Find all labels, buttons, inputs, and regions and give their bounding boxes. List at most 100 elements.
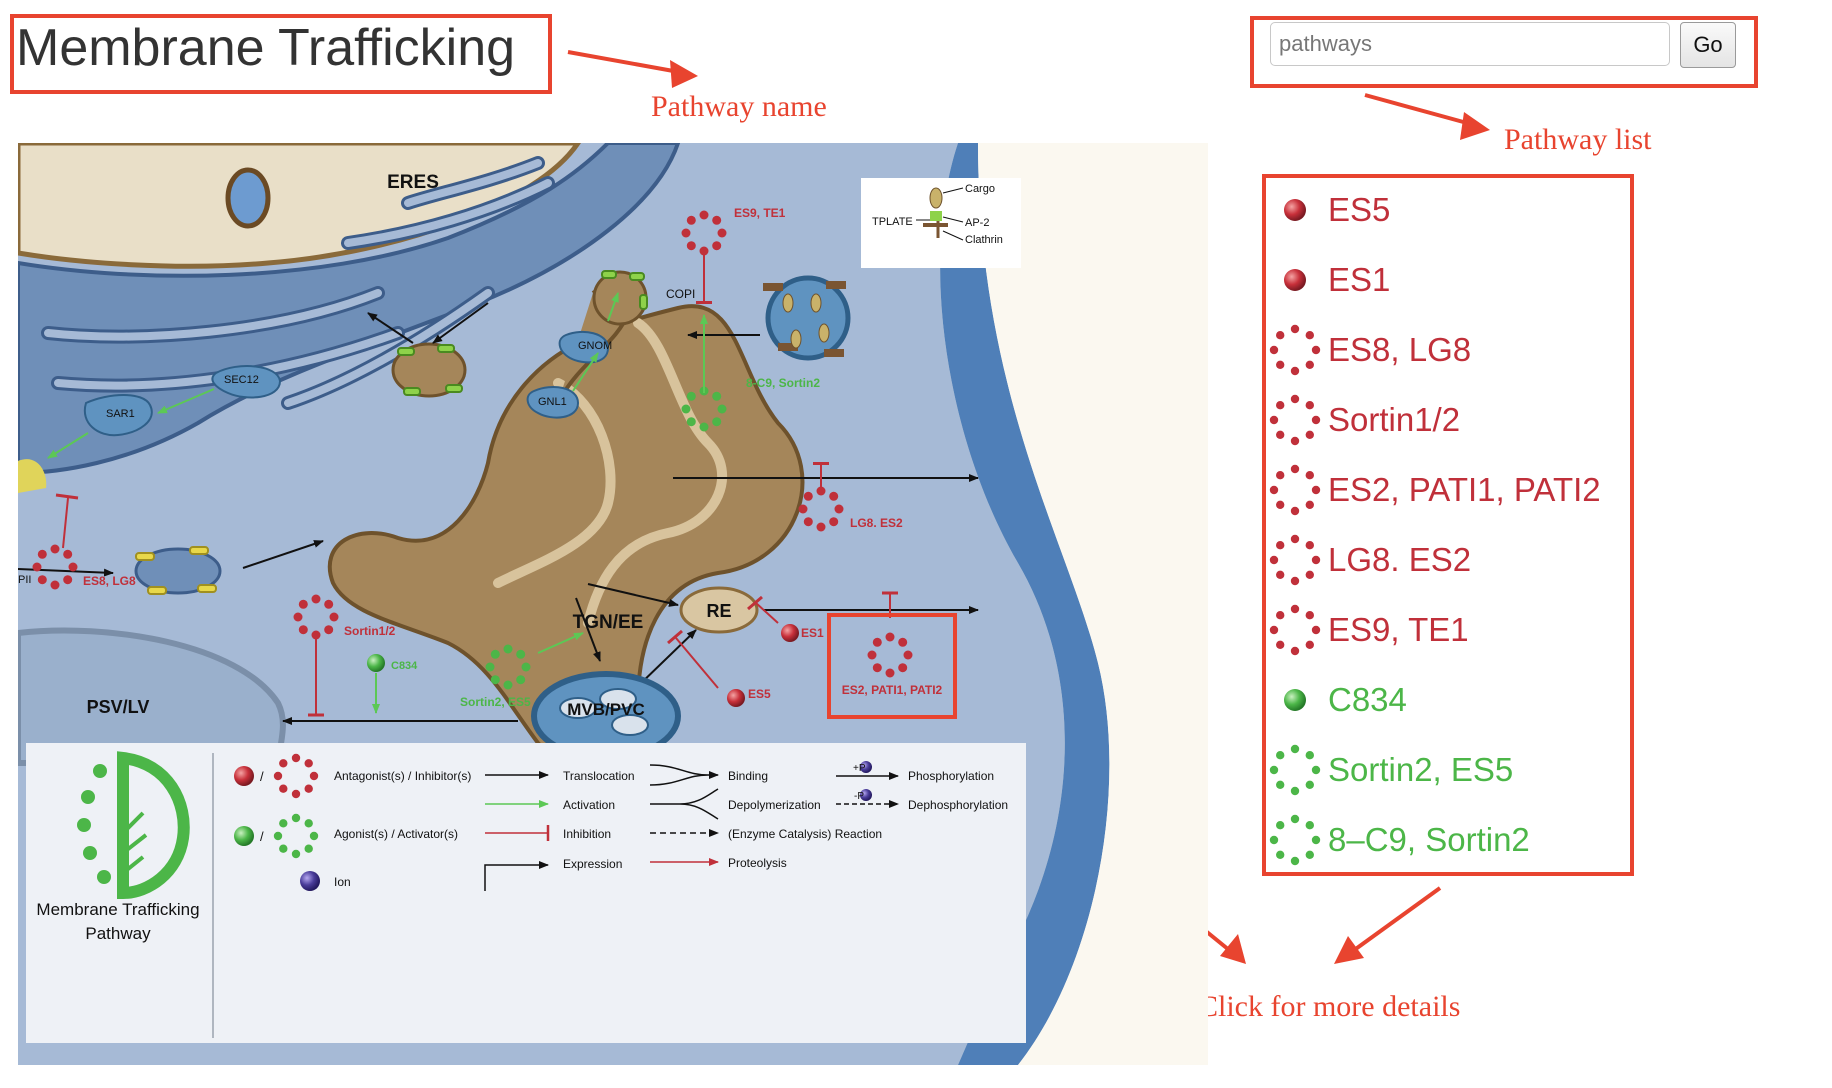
legend-translocation-label: Translocation <box>563 769 635 783</box>
sortin12-label: Sortin1/2 <box>344 624 396 638</box>
c9-sortin2-label: 8-C9, Sortin2 <box>746 376 820 390</box>
single-red-ball-icon <box>1284 269 1306 291</box>
legend-depolymerization-label: Depolymerization <box>728 798 821 812</box>
pathway-list-item[interactable]: C834 <box>1266 668 1628 732</box>
logo-dot <box>81 790 95 804</box>
legend-phosphorylation-label: Phosphorylation <box>908 769 994 783</box>
membrane-trafficking-diagram: ERES TGN/EE COPI GNOM GNL1 SEC12 SAR1 PI… <box>18 143 1208 1065</box>
sar1-label: SAR1 <box>106 408 135 420</box>
green-dot-ring-icon <box>1269 814 1321 866</box>
nuclear-pore <box>225 167 271 229</box>
pathway-list-item[interactable]: ES1 <box>1266 248 1628 312</box>
recycling-endosome <box>679 586 759 634</box>
legend-phos-mark: +P <box>853 763 866 774</box>
pathway-list-item[interactable]: LG8. ES2 <box>1266 528 1628 592</box>
antagonist-ring-marker <box>867 632 913 678</box>
pathway-list-label: Sortin2, ES5 <box>1328 751 1514 788</box>
legend-activation-label: Activation <box>563 798 615 812</box>
gnom-label: GNOM <box>578 340 612 352</box>
click-details-annotation: Click for more details <box>1198 990 1461 1023</box>
pathway-list-label: ES8, LG8 <box>1328 331 1472 368</box>
pathway-list-label: C834 <box>1328 681 1407 718</box>
logo-dot <box>83 846 97 860</box>
legend-pathway-name-line1: Membrane Trafficking <box>36 900 199 919</box>
pathway-list-item[interactable]: ES9, TE1 <box>1266 598 1628 662</box>
legend-slash-antagonist: / <box>260 769 264 784</box>
es8-lg8-label: ES8, LG8 <box>83 574 136 588</box>
red-dot-ring-icon <box>1269 604 1321 656</box>
pathway-list-arrow <box>1364 93 1479 128</box>
legend-green-ring-icon <box>273 813 319 859</box>
inset-clathrin-label: Clathrin <box>965 234 1003 246</box>
pathway-list-item[interactable]: Sortin1/2 <box>1266 388 1628 452</box>
er-derived-vesicle <box>134 547 222 595</box>
legend-dephos-mark: -P <box>854 791 864 802</box>
pathway-logo-icon <box>117 751 190 900</box>
agonist-ring-marker <box>485 644 531 690</box>
antagonist-ring-marker <box>681 210 727 256</box>
red-dot-ring-icon <box>1269 534 1321 586</box>
legend-antagonist-label: Antagonist(s) / Inhibitor(s) <box>334 769 471 783</box>
legend-ion-label: Ion <box>334 875 351 889</box>
red-dot-ring-icon <box>1269 394 1321 446</box>
tgn-ee-label: TGN/EE <box>573 612 644 633</box>
pathway-list-label: ES1 <box>1328 261 1391 298</box>
pathway-list-label: ES2, PATI1, PATI2 <box>1328 471 1601 508</box>
pathway-list-highlight-box <box>1262 174 1634 876</box>
go-button[interactable]: Go <box>1680 22 1736 68</box>
es2-pati-highlight-box <box>827 613 957 719</box>
pathway-search-input[interactable] <box>1270 22 1670 66</box>
re-label: RE <box>706 601 731 621</box>
sar1-protein <box>83 394 153 437</box>
pathway-list-item[interactable]: Sortin2, ES5 <box>1266 738 1628 802</box>
antagonist-ball-marker <box>781 624 799 642</box>
legend-agonist-label: Agonist(s) / Activator(s) <box>334 827 458 841</box>
legend-red-ring-icon <box>273 753 319 799</box>
copii-vesicle <box>391 342 467 398</box>
sortin2-es5-label: Sortin2, ES5 <box>460 695 531 709</box>
click-details-arrow-right <box>1344 886 1442 958</box>
pathway-list-label: 8–C9, Sortin2 <box>1328 821 1530 858</box>
golgi-tgn <box>327 304 805 766</box>
gnl1-protein <box>526 386 580 419</box>
inset-tplate-label: TPLATE <box>872 216 913 228</box>
legend-panel <box>26 743 1026 1043</box>
green-dot-ring-icon <box>1269 744 1321 796</box>
pathway-list-item[interactable]: ES8, LG8 <box>1266 318 1628 382</box>
pathway-name-arrow <box>567 50 691 76</box>
sec12-protein <box>211 365 282 399</box>
pathway-search-highlight-box <box>1250 16 1758 88</box>
antagonist-ring-marker <box>293 594 339 640</box>
pathway-list-label: LG8. ES2 <box>1328 541 1472 578</box>
pathway-name-highlight-box <box>10 14 552 94</box>
pathway-list-item[interactable]: 8–C9, Sortin2 <box>1266 808 1628 872</box>
mvb-pvc-label: MVB/PVC <box>567 700 644 719</box>
legend-reaction-label: (Enzyme Catalysis) Reaction <box>728 827 882 841</box>
copii-partial-label: PII <box>18 574 31 586</box>
copi-label: COPI <box>666 287 695 301</box>
logo-dot <box>97 870 111 884</box>
legend-binding-label: Binding <box>728 769 768 783</box>
antagonist-ball-marker <box>367 654 385 672</box>
pathway-list-label: ES9, TE1 <box>1328 611 1469 648</box>
legend-dephosphorylation-label: Dephosphorylation <box>908 798 1008 812</box>
legend-inhibition-label: Inhibition <box>563 827 611 841</box>
es2-pati-label: ES2, PATI1, PATI2 <box>842 683 943 697</box>
inset-cargo-label: Cargo <box>965 183 995 195</box>
lg8-es2-label: LG8. ES2 <box>850 516 903 530</box>
pathway-list-label: Sortin1/2 <box>1328 401 1461 438</box>
ion-legend-icon <box>300 871 320 891</box>
single-green-ball-icon <box>1284 689 1306 711</box>
legend-expression-label: Expression <box>563 857 622 871</box>
legend-slash-agonist: / <box>260 829 264 844</box>
pathway-list-item[interactable]: ES5 <box>1266 178 1628 242</box>
psv-lv-label: PSV/LV <box>87 697 150 717</box>
pathway-list-item[interactable]: ES2, PATI1, PATI2 <box>1266 458 1628 522</box>
logo-dot <box>77 818 91 832</box>
gnl1-label: GNL1 <box>538 396 567 408</box>
antagonist-ball-marker <box>727 689 745 707</box>
eres-label: ERES <box>387 172 439 193</box>
single-red-ball-icon <box>1284 199 1306 221</box>
legend-pathway-name-line2: Pathway <box>85 924 151 943</box>
